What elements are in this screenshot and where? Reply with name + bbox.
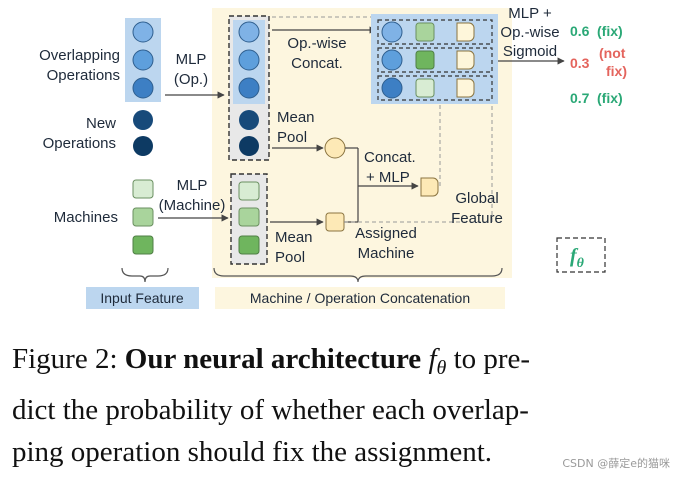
- concat-row: [377, 75, 493, 101]
- label-machines: Machines: [54, 209, 118, 226]
- embedded-op-node: [238, 49, 260, 71]
- concat-row: [377, 47, 493, 73]
- embedded-machine-node: [238, 181, 260, 201]
- concat-row: [377, 19, 493, 45]
- machine-node: [132, 179, 154, 199]
- embedded-machine-node: [238, 207, 260, 227]
- input-feature-tag: [86, 287, 199, 309]
- embedded-machine-node: [238, 235, 260, 255]
- output-value-1: 0.6: [570, 23, 590, 39]
- label-mlp-machine-2: (Machine): [159, 197, 226, 214]
- overlapping-op-node: [132, 49, 154, 71]
- new-op-node: [133, 136, 153, 156]
- label-opwise-2: Concat.: [291, 55, 343, 72]
- label-meanpool-bottom-2: Pool: [275, 249, 305, 266]
- label-meanpool-top-1: Mean: [277, 109, 315, 126]
- embedded-new-op-node: [239, 136, 259, 156]
- label-new-2: Operations: [43, 135, 116, 152]
- watermark: CSDN @薛定e的猫咪: [562, 457, 670, 470]
- label-overlapping-2: Operations: [47, 67, 120, 84]
- label-mlp-op-2: (Op.): [174, 71, 208, 88]
- overlapping-op-node: [132, 77, 154, 99]
- label-mlp-machine-1: MLP: [177, 177, 208, 194]
- caption-bold: Our neural architecture: [124, 343, 422, 375]
- caption-f: f: [428, 343, 437, 375]
- concat-brace: [213, 267, 503, 283]
- concat-region-tag: [215, 287, 505, 309]
- output-note-3: (fix): [597, 90, 623, 106]
- label-global-2: Feature: [451, 210, 503, 227]
- machine-node: [132, 235, 154, 255]
- overlapping-op-node: [132, 21, 154, 43]
- new-op-node: [133, 110, 153, 130]
- label-assigned-2: Machine: [358, 245, 415, 262]
- label-meanpool-bottom-1: Mean: [275, 229, 313, 246]
- architecture-diagram: Overlapping Operations New Operations Ma…: [39, 5, 627, 309]
- global-feature-node: [420, 177, 439, 197]
- label-sigmoid-2: Op.-wise: [500, 24, 559, 41]
- pooled-op-node: [324, 137, 346, 159]
- label-concat-region: Machine / Operation Concatenation: [250, 290, 470, 306]
- label-sigmoid-1: MLP +: [508, 5, 552, 22]
- caption-theta: θ: [436, 357, 447, 379]
- output-note-1: (fix): [597, 23, 623, 39]
- label-concat-2: + MLP: [366, 169, 410, 186]
- label-opwise-1: Op.-wise: [287, 35, 346, 52]
- input-brace: [121, 267, 169, 283]
- label-sigmoid-3: Sigmoid: [503, 43, 557, 60]
- f-theta-box: [556, 237, 606, 273]
- label-mlp-op-1: MLP: [176, 51, 207, 68]
- label-input-feature: Input Feature: [100, 290, 183, 306]
- caption-prefix: Figure 2:: [12, 343, 125, 375]
- caption-line3: ping operation should fix the assignment…: [12, 436, 493, 468]
- f-theta-label: fθ: [570, 245, 585, 271]
- label-global-1: Global: [455, 190, 498, 207]
- label-assigned-1: Assigned: [355, 225, 417, 242]
- embedded-op-node: [238, 21, 260, 43]
- embedded-op-node: [238, 77, 260, 99]
- caption-line1-rest: to pre-: [446, 343, 531, 375]
- label-overlapping-1: Overlapping: [39, 47, 120, 64]
- embedded-new-op-node: [239, 110, 259, 130]
- output-value-2: 0.3: [570, 55, 590, 71]
- output-value-3: 0.7: [570, 90, 590, 106]
- label-concat-1: Concat.: [364, 149, 416, 166]
- machine-node: [132, 207, 154, 227]
- pooled-machine-node: [325, 212, 345, 232]
- label-meanpool-top-2: Pool: [277, 129, 307, 146]
- figure-caption: Figure 2: Our neural architecture fθ to …: [12, 338, 672, 473]
- caption-line2: dict the probability of whether each ove…: [12, 394, 529, 426]
- label-new-1: New: [86, 115, 116, 132]
